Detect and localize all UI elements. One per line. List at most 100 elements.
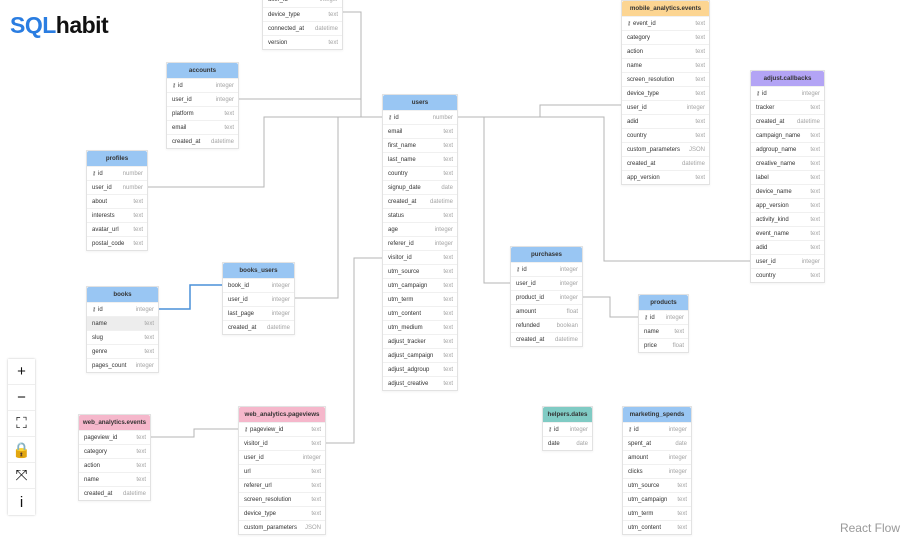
table-header[interactable]: books — [87, 287, 158, 302]
table-header[interactable]: profiles — [87, 151, 147, 166]
lock-button[interactable]: 🔒 — [8, 437, 35, 463]
zoom-in-button[interactable]: + — [8, 359, 35, 385]
table-header[interactable]: mobile_analytics.events — [622, 1, 709, 16]
table-header[interactable]: web_analytics.events — [79, 415, 150, 430]
fullscreen-button[interactable]: ⤧ — [8, 463, 35, 489]
table-header[interactable]: marketing_spends — [623, 407, 691, 422]
table-header[interactable]: helpers.dates — [543, 407, 592, 422]
table-header[interactable]: adjust.callbacks — [751, 71, 824, 86]
zoom-out-button[interactable]: − — [8, 385, 35, 411]
table-header[interactable]: accounts — [167, 63, 238, 78]
table-header[interactable]: web_analytics.pageviews — [239, 407, 325, 422]
table-header[interactable]: books_users — [223, 263, 294, 278]
fit-view-button[interactable]: ⛶ — [8, 411, 35, 437]
sqlhabit-logo[interactable]: SQLhabit — [10, 12, 109, 39]
